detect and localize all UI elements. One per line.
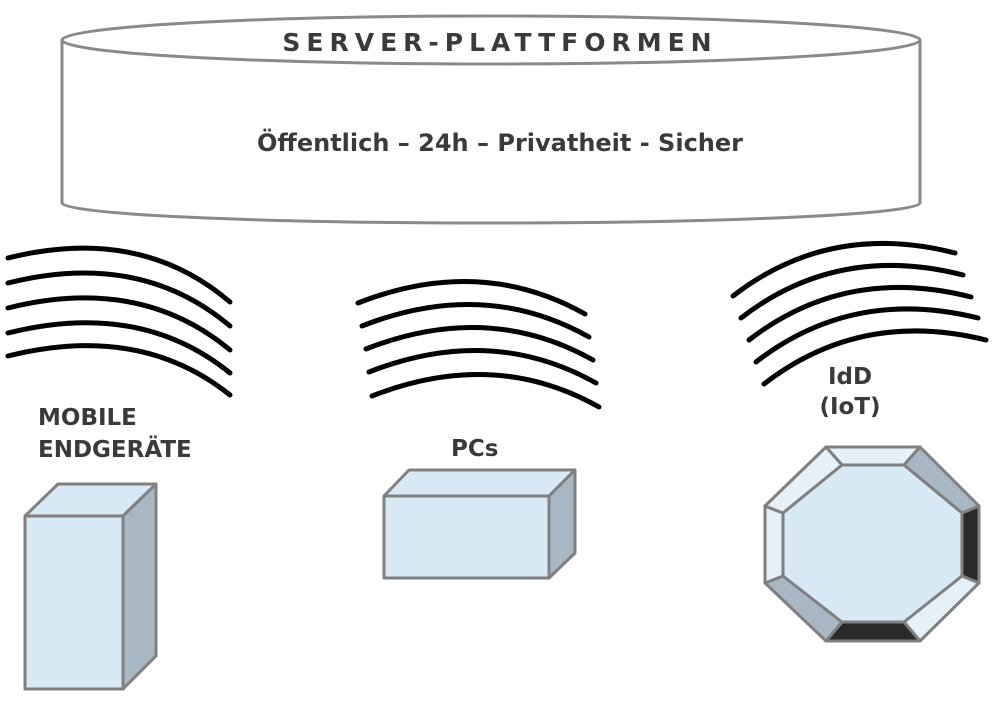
mobile-devices-label: MOBILE ENDGERÄTE: [38, 402, 192, 466]
server-cylinder: [60, 14, 922, 225]
pcs-label: PCs: [451, 436, 499, 462]
wave-arc: [5, 343, 233, 398]
wave-arc: [363, 324, 596, 363]
wave-arc: [366, 347, 599, 386]
wave-arc: [359, 301, 592, 340]
server-platforms-subtitle: Öffentlich – 24h – Privatheit - Sicher: [257, 129, 743, 157]
iot-label: IdD (IoT): [810, 362, 890, 422]
wave-arc: [5, 270, 233, 329]
wave-arc: [753, 306, 981, 365]
wave-arc: [738, 262, 966, 321]
wireless-waves-iot: [730, 240, 989, 387]
wave-arc: [730, 240, 958, 299]
mobile-label-line2: ENDGERÄTE: [38, 437, 192, 463]
wave-arc: [369, 371, 602, 410]
pc-device-box: [382, 468, 577, 580]
wave-arc: [355, 278, 588, 317]
wave-arc: [5, 295, 233, 353]
mobile-label-line1: MOBILE: [38, 405, 137, 431]
wave-arc: [761, 328, 989, 387]
wireless-waves-pc: [355, 278, 602, 410]
mobile-device-box: [23, 482, 158, 691]
wireless-waves-mobile: [5, 245, 233, 398]
iot-label-line1: IdD: [827, 364, 873, 390]
iot-label-line2: (IoT): [819, 394, 881, 420]
iot-device-octagon: [763, 445, 981, 643]
wave-arc: [746, 284, 974, 343]
server-platforms-title: SERVER-PLATTFORMEN: [282, 28, 718, 57]
wave-arc: [5, 245, 233, 305]
wave-arc: [5, 320, 233, 376]
